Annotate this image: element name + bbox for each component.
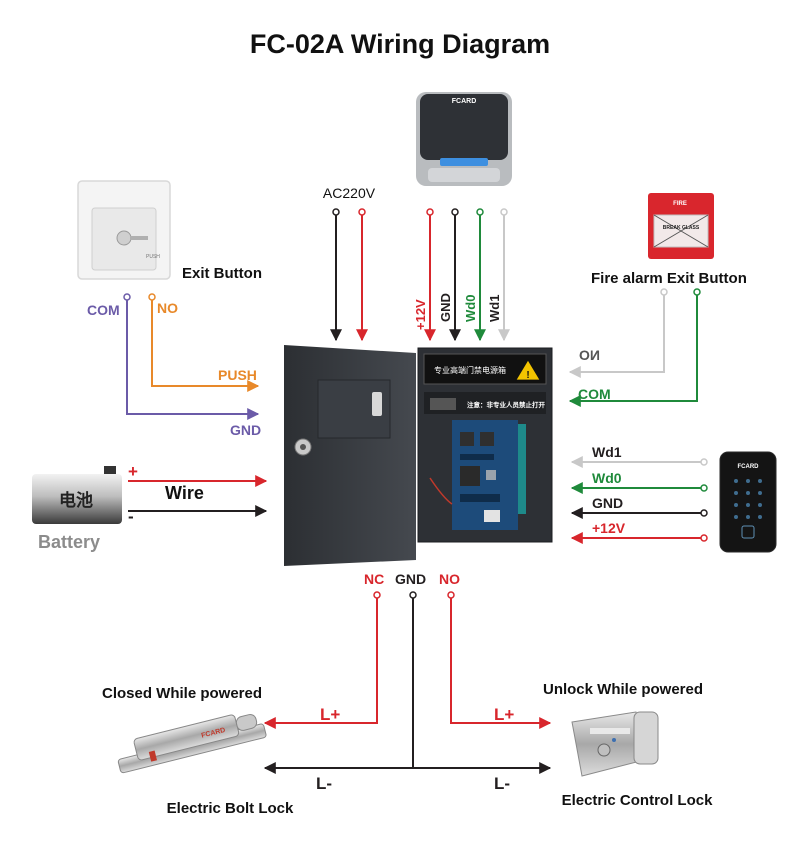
keypad-terminal-wd1: Wd1 [592, 444, 622, 460]
bolt-lock-device: FCARD [117, 714, 267, 774]
exit-button-wires [123, 293, 260, 420]
battery-device: 电池 [32, 466, 122, 524]
reader-terminal-gnd: GND [438, 293, 453, 322]
fire-alarm-label: Fire alarm Exit Button [591, 270, 747, 287]
bolt-lock-heading: Closed While powered [102, 685, 262, 702]
exit-com-label: COM [87, 302, 120, 318]
exit-no-label: NO [157, 300, 178, 316]
svg-text:!: ! [526, 370, 529, 381]
ac220v-label: AC220V [323, 185, 376, 201]
fire-alarm-face-text: FIRE [673, 201, 687, 207]
fire-alarm-glass-text: BREAK GLASS [663, 225, 700, 231]
reader-terminal-wd0: Wd0 [463, 295, 478, 322]
bolt-lminus-label: L- [316, 774, 332, 793]
battery-wires [128, 475, 268, 517]
reader-terminal-12v: +12V [413, 299, 428, 330]
control-lplus-label: L+ [494, 705, 514, 724]
exit-button-face-text: PUSH [146, 254, 160, 260]
battery-label: Battery [38, 532, 100, 552]
bolt-lock-label: Electric Bolt Lock [167, 800, 294, 817]
fire-no-label: NO [579, 347, 600, 363]
bolt-lplus-label: L+ [320, 705, 340, 724]
keypad-terminal-12v: +12V [592, 520, 626, 536]
ac220v-wires [330, 208, 368, 342]
exit-button-label: Exit Button [182, 265, 262, 282]
card-reader-device: FCARD [416, 92, 512, 186]
keypad-device: FCARD [719, 451, 777, 553]
push-label: PUSH [218, 367, 257, 383]
keypad-terminal-gnd: GND [592, 495, 623, 511]
card-reader-brand: FCARD [452, 98, 477, 105]
battery-chinese-label: 电池 [59, 490, 93, 510]
relay-gnd-label: GND [395, 571, 426, 587]
fire-alarm-device: FIRE BREAK GLASS [648, 193, 714, 259]
diagram-title: FC-02A Wiring Diagram [250, 29, 550, 59]
control-lock-device [571, 711, 659, 777]
gnd-label-left: GND [230, 422, 261, 438]
keypad-wires [570, 456, 708, 544]
controller-panel-notice: 注意：非专业人员禁止打开 [467, 400, 546, 409]
fire-alarm-wires [568, 288, 701, 407]
control-lminus-label: L- [494, 774, 510, 793]
wire-label: Wire [165, 483, 204, 503]
relay-no-label: NO [439, 571, 460, 587]
relay-wires [263, 591, 552, 774]
control-lock-label: Electric Control Lock [562, 792, 714, 809]
controller-box: 专业高端门禁电源箱 ! 注意：非专业人员禁止打开 [284, 345, 553, 566]
keypad-terminal-wd0: Wd0 [592, 470, 622, 486]
battery-minus: - [128, 507, 134, 526]
battery-plus: + [128, 462, 138, 481]
card-reader-wires [424, 208, 510, 342]
control-lock-heading: Unlock While powered [543, 681, 703, 698]
controller-panel-title: 专业高端门禁电源箱 [434, 365, 506, 375]
relay-nc-label: NC [364, 571, 384, 587]
fire-com-label: COM [578, 386, 611, 402]
keypad-brand: FCARD [738, 464, 760, 470]
reader-terminal-wd1: Wd1 [487, 295, 502, 322]
exit-button-device: PUSH [77, 180, 171, 280]
